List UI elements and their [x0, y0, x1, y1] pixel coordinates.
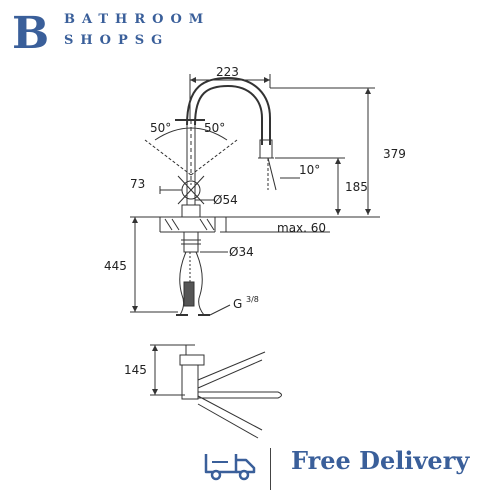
label-angle-right: 50°	[204, 121, 225, 135]
arrowhead	[335, 209, 341, 215]
arrowhead	[365, 88, 371, 94]
spout-swing-down-inner	[197, 403, 259, 439]
label-angle-left: 50°	[150, 121, 171, 135]
label-spray-angle: 10°	[299, 163, 320, 177]
hose-left	[179, 251, 187, 316]
arrowhead	[152, 345, 158, 351]
spout-arc-inner	[194, 84, 263, 145]
body-side	[181, 364, 199, 400]
spout-swing-down	[197, 395, 263, 431]
footer-divider	[270, 448, 271, 490]
faucet-base	[181, 204, 201, 218]
angle-ray-right	[190, 139, 238, 176]
hose-right	[195, 251, 205, 316]
label-lever-height: 145	[124, 363, 147, 377]
arrowhead	[152, 389, 158, 395]
angle-ray-left	[144, 139, 192, 176]
angle-arc-left	[154, 127, 192, 141]
arrowhead	[190, 77, 196, 83]
arrowhead	[335, 158, 341, 164]
spout-side	[198, 391, 282, 399]
spout-swing-up-inner	[197, 359, 263, 389]
label-thread-fraction: 3/8	[246, 295, 259, 304]
lever-arm	[177, 175, 205, 205]
spout-arc-outer	[186, 76, 271, 145]
label-max-thickness: max. 60	[277, 221, 326, 235]
truck-icon	[204, 454, 256, 481]
weight-block	[183, 281, 195, 307]
label-height-total: 379	[383, 147, 406, 161]
arrowhead	[132, 217, 138, 223]
label-spout-height: 185	[345, 180, 368, 194]
lever-side	[179, 354, 205, 366]
label-base-diameter: Ø54	[213, 193, 238, 207]
label-hose-length: 445	[104, 259, 127, 273]
free-delivery-text: Free Delivery	[291, 446, 470, 475]
label-width: 223	[216, 65, 239, 79]
label-hole-diameter: Ø34	[229, 245, 254, 259]
label-thread: G	[233, 297, 242, 311]
brand-logo-letter: B	[12, 8, 50, 59]
label-offset: 73	[130, 177, 145, 191]
brand-name-line2: SHOPSG	[64, 33, 170, 48]
arrowhead	[365, 209, 371, 215]
arrowhead	[264, 77, 270, 83]
spout-swing-up	[197, 351, 266, 381]
angle-arc-right	[190, 127, 228, 141]
mounting-shank	[183, 231, 199, 253]
countertop-hatch	[164, 218, 215, 231]
angle-line	[267, 157, 277, 191]
leader-line	[209, 304, 231, 316]
brand-name-line1: BATHROOM	[64, 12, 211, 27]
arrowhead	[132, 306, 138, 312]
